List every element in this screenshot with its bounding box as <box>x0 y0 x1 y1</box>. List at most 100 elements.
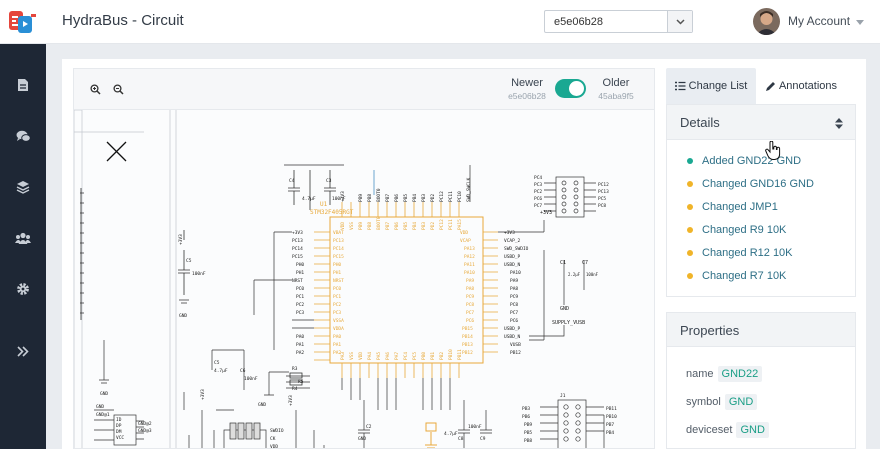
viewer-toolbar: Newer e5e06b28 Older 45aba9f5 <box>74 69 654 110</box>
chevron-down-icon[interactable] <box>667 11 692 32</box>
version-toggle[interactable] <box>555 79 586 98</box>
svg-text:PB8: PB8 <box>367 222 373 230</box>
svg-text:PB2: PB2 <box>439 352 445 360</box>
mcu-part-label: STM32F405RGT <box>310 209 354 216</box>
svg-text:GND: GND <box>179 313 187 319</box>
svg-text:GND@3: GND@3 <box>138 428 152 434</box>
svg-text:VSS: VSS <box>349 352 355 360</box>
svg-text:PB5: PB5 <box>403 222 409 230</box>
svg-text:SWD_SWCLK: SWD_SWCLK <box>466 177 472 202</box>
change-list-item[interactable]: Changed JMP1 <box>673 195 855 218</box>
svg-text:PC12: PC12 <box>439 219 445 230</box>
change-list-item[interactable]: Changed R12 10K <box>673 241 855 264</box>
svg-text:DM: DM <box>116 429 122 435</box>
svg-text:PB7: PB7 <box>385 222 391 230</box>
svg-text:PC15: PC15 <box>333 254 344 260</box>
svg-text:PA11: PA11 <box>464 262 475 268</box>
panel-tabs: Change List Annotations <box>666 68 856 104</box>
layers-icon[interactable] <box>14 178 32 196</box>
users-icon[interactable] <box>14 229 32 247</box>
svg-text:PA15: PA15 <box>457 219 463 230</box>
change-list-item[interactable]: Added GND22 GND <box>673 149 855 172</box>
double-chevron-right-icon[interactable] <box>14 342 32 360</box>
svg-text:PC13: PC13 <box>292 238 303 244</box>
account-menu[interactable]: My Account <box>753 7 865 35</box>
svg-text:J1: J1 <box>560 393 566 399</box>
svg-text:USBD_N: USBD_N <box>504 262 521 268</box>
tab-change-list-label: Change List <box>688 80 748 92</box>
change-label: Changed R7 10K <box>702 269 787 282</box>
changed-status-dot <box>687 249 693 256</box>
details-header[interactable]: Details <box>667 105 855 140</box>
svg-text:VDDA: VDDA <box>333 326 344 332</box>
svg-text:PC7: PC7 <box>466 310 474 316</box>
svg-text:PC5: PC5 <box>412 352 418 360</box>
connector-j3 <box>544 176 596 218</box>
property-value: GND22 <box>717 366 763 382</box>
svg-text:PA8: PA8 <box>466 286 474 292</box>
left-rail <box>0 44 46 449</box>
svg-text:GND@1: GND@1 <box>96 412 110 418</box>
zoom-in-icon[interactable] <box>87 81 103 97</box>
svg-text:PC2: PC2 <box>333 302 341 308</box>
svg-text:PB4: PB4 <box>412 194 418 202</box>
properties-title: Properties <box>667 313 855 347</box>
svg-text:PC4: PC4 <box>403 352 409 360</box>
change-label: Changed JMP1 <box>702 200 778 213</box>
commit-select[interactable]: e5e06b28 <box>544 10 693 33</box>
svg-text:GND: GND <box>560 306 569 312</box>
document-icon[interactable] <box>14 76 32 94</box>
svg-text:PC3: PC3 <box>534 182 542 188</box>
svg-text:PH1: PH1 <box>296 270 304 276</box>
mcu-designator: U1 <box>320 201 328 208</box>
tab-change-list[interactable]: Change List <box>666 68 756 104</box>
svg-text:PC2: PC2 <box>296 302 304 308</box>
svg-text:PC9: PC9 <box>510 294 518 300</box>
svg-text:PD2: PD2 <box>430 222 436 230</box>
gnd22-highlight <box>425 422 437 448</box>
svg-text:PC6: PC6 <box>510 318 518 324</box>
svg-text:BOOT0: BOOT0 <box>376 188 382 202</box>
gear-icon[interactable] <box>14 280 32 298</box>
svg-text:R3: R3 <box>292 366 298 372</box>
svg-text:PB7: PB7 <box>606 422 614 428</box>
zoom-out-icon[interactable] <box>110 81 126 97</box>
svg-text:+3V3: +3V3 <box>200 389 206 400</box>
svg-text:PB5: PB5 <box>524 430 532 436</box>
svg-text:VSSA: VSSA <box>333 318 344 324</box>
sort-icon[interactable] <box>835 117 843 132</box>
svg-text:PA13: PA13 <box>464 246 475 252</box>
svg-text:USBD_P: USBD_P <box>504 326 521 332</box>
avatar[interactable] <box>753 7 780 35</box>
change-list-item[interactable]: Changed GND16 GND <box>673 172 855 195</box>
change-list-item[interactable]: Changed R7 10K <box>673 264 855 287</box>
tab-annotations[interactable]: Annotations <box>759 68 843 104</box>
schematic-viewer[interactable]: Newer e5e06b28 Older 45aba9f5 <box>73 68 655 449</box>
property-key: name <box>686 368 714 380</box>
app-logo[interactable] <box>0 0 46 44</box>
svg-text:PD2: PD2 <box>430 194 436 202</box>
svg-text:PC12: PC12 <box>598 182 609 188</box>
svg-text:C6: C6 <box>240 368 246 374</box>
svg-text:PA0: PA0 <box>333 334 341 340</box>
svg-text:PB3: PB3 <box>421 222 427 230</box>
svg-text:PC0: PC0 <box>333 286 341 292</box>
change-list-item[interactable]: Changed R9 10K <box>673 218 855 241</box>
svg-text:PB3: PB3 <box>522 406 530 412</box>
svg-text:R4: R4 <box>292 386 298 392</box>
svg-text:VDD: VDD <box>340 222 346 230</box>
svg-text:C8: C8 <box>458 436 464 442</box>
comments-icon[interactable] <box>14 127 32 145</box>
svg-text:PC4: PC4 <box>534 175 542 181</box>
svg-text:VDD: VDD <box>460 230 468 236</box>
svg-text:PA9: PA9 <box>466 278 474 284</box>
changed-status-dot <box>687 226 693 233</box>
svg-text:100nF: 100nF <box>192 271 206 277</box>
svg-text:PB8: PB8 <box>524 438 532 444</box>
svg-text:+3V3: +3V3 <box>178 234 184 245</box>
connector-j1 <box>540 399 605 448</box>
side-panel: Change List Annotations Details Added GN… <box>666 68 856 449</box>
